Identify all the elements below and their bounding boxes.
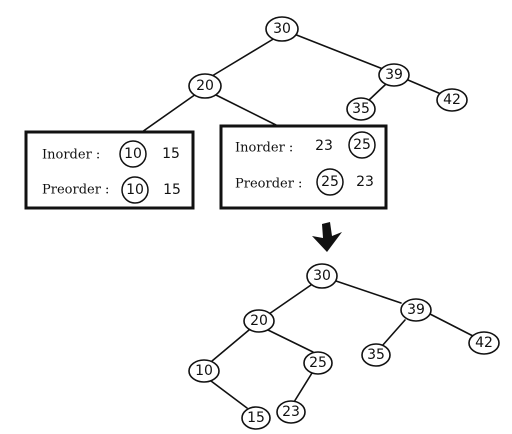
node-label: 39	[385, 67, 403, 83]
bottom-tree-node-20: 20	[243, 309, 275, 333]
right-box-border	[219, 124, 388, 210]
node-label: 35	[352, 101, 370, 117]
top-tree-node-35: 35	[346, 97, 376, 121]
left-traversal-box: Inorder : 10 15 Preorder : 10 15	[24, 130, 195, 210]
edge-b-25-23	[293, 372, 313, 403]
top-tree-node-42: 42	[436, 88, 468, 112]
node-label: 10	[195, 363, 213, 379]
bottom-tree-node-42: 42	[468, 331, 500, 355]
bottom-tree-node-25: 25	[303, 351, 333, 375]
left-preorder-value-2: 15	[163, 182, 181, 198]
node-label: 23	[282, 404, 300, 420]
right-inorder-value-1: 23	[315, 138, 333, 154]
node-label: 20	[196, 78, 214, 94]
right-inorder-circle	[348, 131, 376, 159]
left-preorder-circle	[121, 176, 149, 204]
top-tree-node-39: 39	[378, 63, 410, 87]
node-label: 35	[367, 347, 385, 363]
edge-20-right-box	[215, 94, 277, 126]
left-inorder-value-2: 15	[162, 146, 180, 162]
bottom-tree-node-15: 15	[241, 406, 271, 430]
node-label: 15	[247, 410, 265, 426]
edge-b-10-15	[210, 380, 248, 409]
left-inorder-circle	[119, 140, 147, 168]
edge-b-20-25	[267, 329, 314, 353]
node-label: 20	[250, 313, 268, 329]
left-box-border	[24, 130, 195, 210]
top-tree-node-20: 20	[188, 73, 222, 99]
left-preorder-value-1: 10	[126, 182, 144, 198]
right-inorder-label: Inorder :	[235, 141, 293, 156]
right-preorder-value-2: 23	[356, 174, 374, 190]
left-inorder-label: Inorder :	[42, 148, 100, 163]
bottom-tree-node-39: 39	[400, 298, 432, 322]
bottom-tree-node-23: 23	[276, 400, 306, 424]
edge-30-39	[293, 33, 384, 70]
node-label: 25	[309, 355, 327, 371]
node-label: 30	[313, 268, 331, 284]
right-traversal-box: Inorder : 23 25 Preorder : 25 23	[219, 124, 388, 210]
edge-20-left-box	[141, 93, 197, 133]
left-preorder-label: Preorder :	[42, 183, 109, 198]
right-preorder-label: Preorder :	[235, 177, 302, 192]
edge-39-42	[407, 79, 442, 95]
node-label: 42	[475, 335, 493, 351]
node-label: 42	[443, 92, 461, 108]
right-inorder-value-2: 25	[353, 137, 371, 153]
top-tree-node-30: 30	[265, 16, 299, 42]
edge-b-30-39	[335, 280, 402, 304]
edge-30-20	[211, 37, 276, 77]
edge-b-20-10	[211, 329, 250, 362]
node-label: 39	[407, 302, 425, 318]
bottom-tree-node-30: 30	[306, 263, 338, 289]
edge-b-39-35	[381, 319, 406, 347]
bottom-tree-node-35: 35	[361, 343, 391, 367]
right-preorder-circle	[316, 168, 344, 196]
node-label: 30	[273, 21, 291, 37]
edge-b-39-42	[429, 313, 474, 337]
edge-39-35	[367, 83, 387, 102]
down-arrow-icon	[312, 222, 342, 252]
edge-b-30-20	[268, 284, 312, 315]
bottom-tree-edges	[210, 280, 474, 409]
right-preorder-value-1: 25	[321, 174, 339, 190]
top-tree-edges	[141, 33, 442, 133]
bottom-tree-node-10: 10	[188, 359, 220, 383]
left-inorder-value-1: 10	[124, 146, 142, 162]
